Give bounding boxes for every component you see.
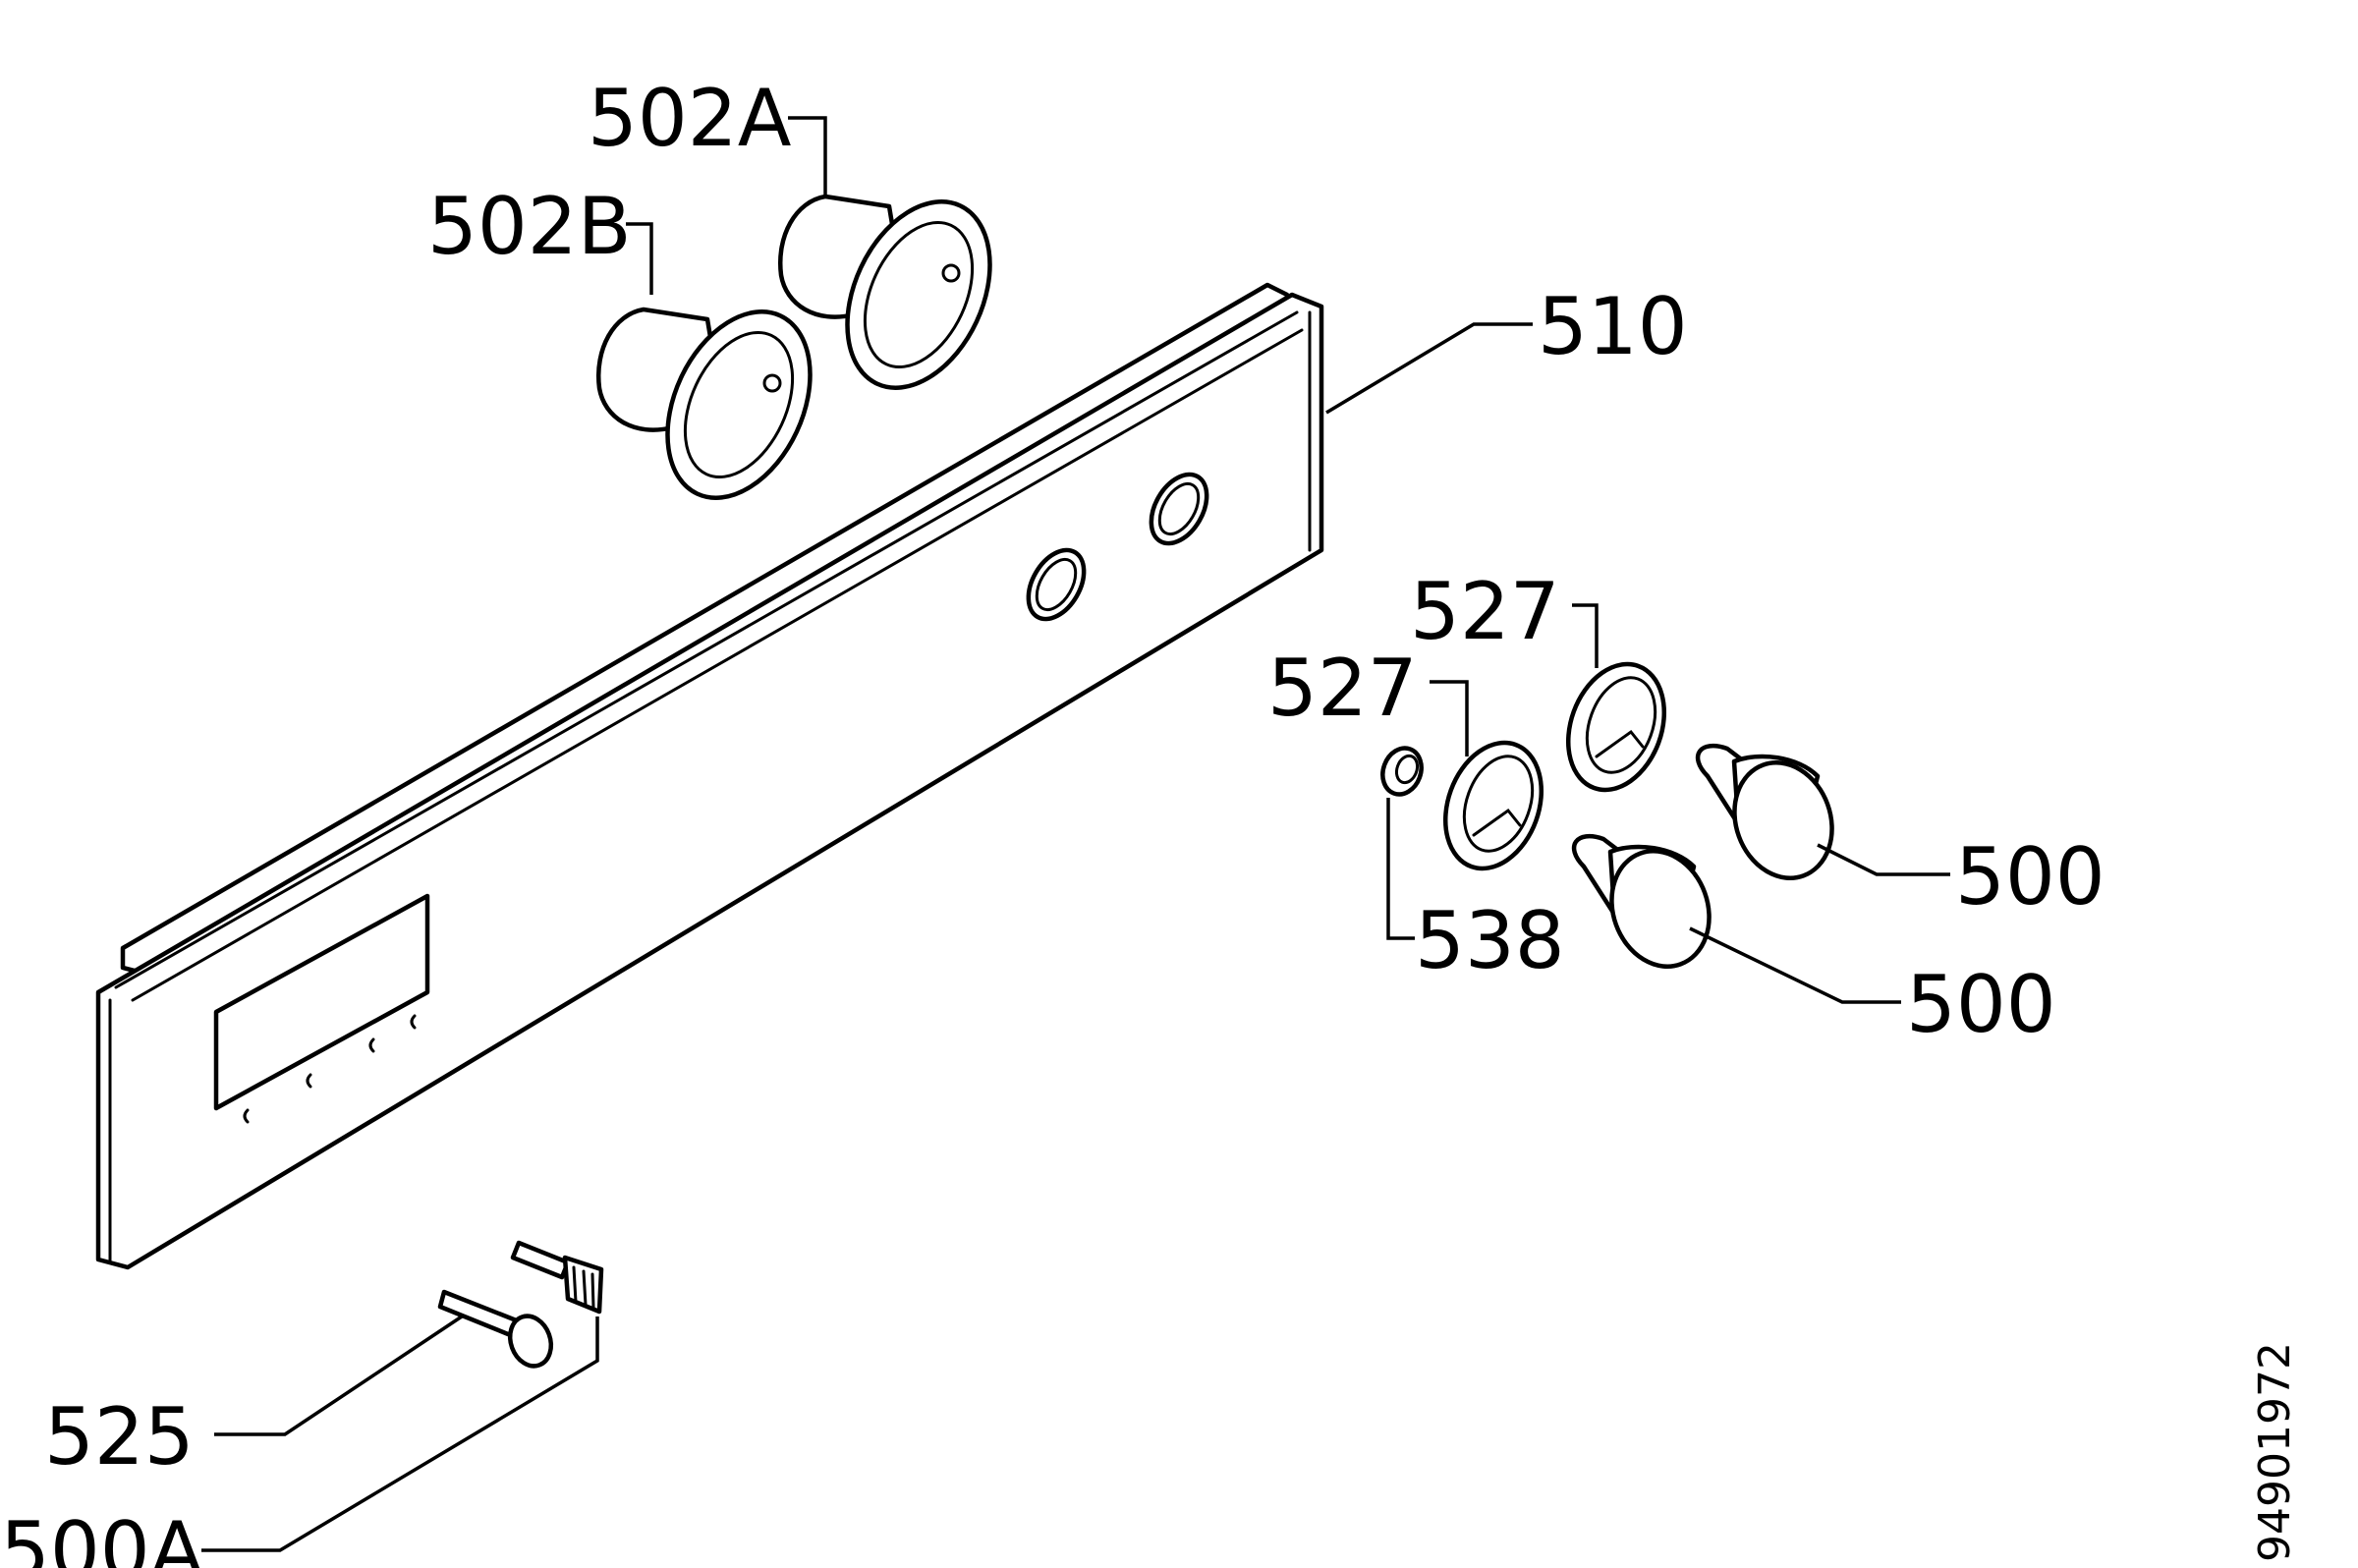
- callout-knob-upper: 500: [1955, 831, 2105, 923]
- callout-knob-seal-lower: 527: [1267, 643, 1418, 734]
- callout-knob-seal-upper: 527: [1410, 566, 1560, 657]
- spacer-part: [1380, 746, 1424, 797]
- knob-ring-a-part: [777, 194, 992, 390]
- knob-seal-lower-part: [1442, 740, 1544, 871]
- knob-seal-upper-part: [1565, 661, 1667, 793]
- callout-knob-ring-a: 502A: [588, 73, 792, 164]
- callout-screw: 525: [44, 1391, 195, 1483]
- small-knob-part: [510, 1240, 604, 1315]
- drawing-number: 94901972: [2250, 1342, 2300, 1562]
- callout-control-panel: 510: [1538, 281, 1688, 372]
- screw-part: [437, 1289, 554, 1369]
- callout-spacer: 538: [1415, 895, 1565, 986]
- callout-knob-lower: 500: [1906, 959, 2056, 1050]
- control-panel-part: [95, 282, 1324, 1270]
- callout-small-knob: 500A: [0, 1505, 204, 1568]
- callout-knob-ring-b: 502B: [427, 181, 632, 272]
- knob-ring-b-part: [595, 307, 813, 500]
- callout-labels: 502A 502B 510 527 527 538 500 500 525 50…: [0, 73, 2105, 1568]
- knob-lower-part: [1571, 833, 1712, 969]
- leader-lines: [201, 116, 1950, 1552]
- knob-upper-part: [1695, 743, 1834, 880]
